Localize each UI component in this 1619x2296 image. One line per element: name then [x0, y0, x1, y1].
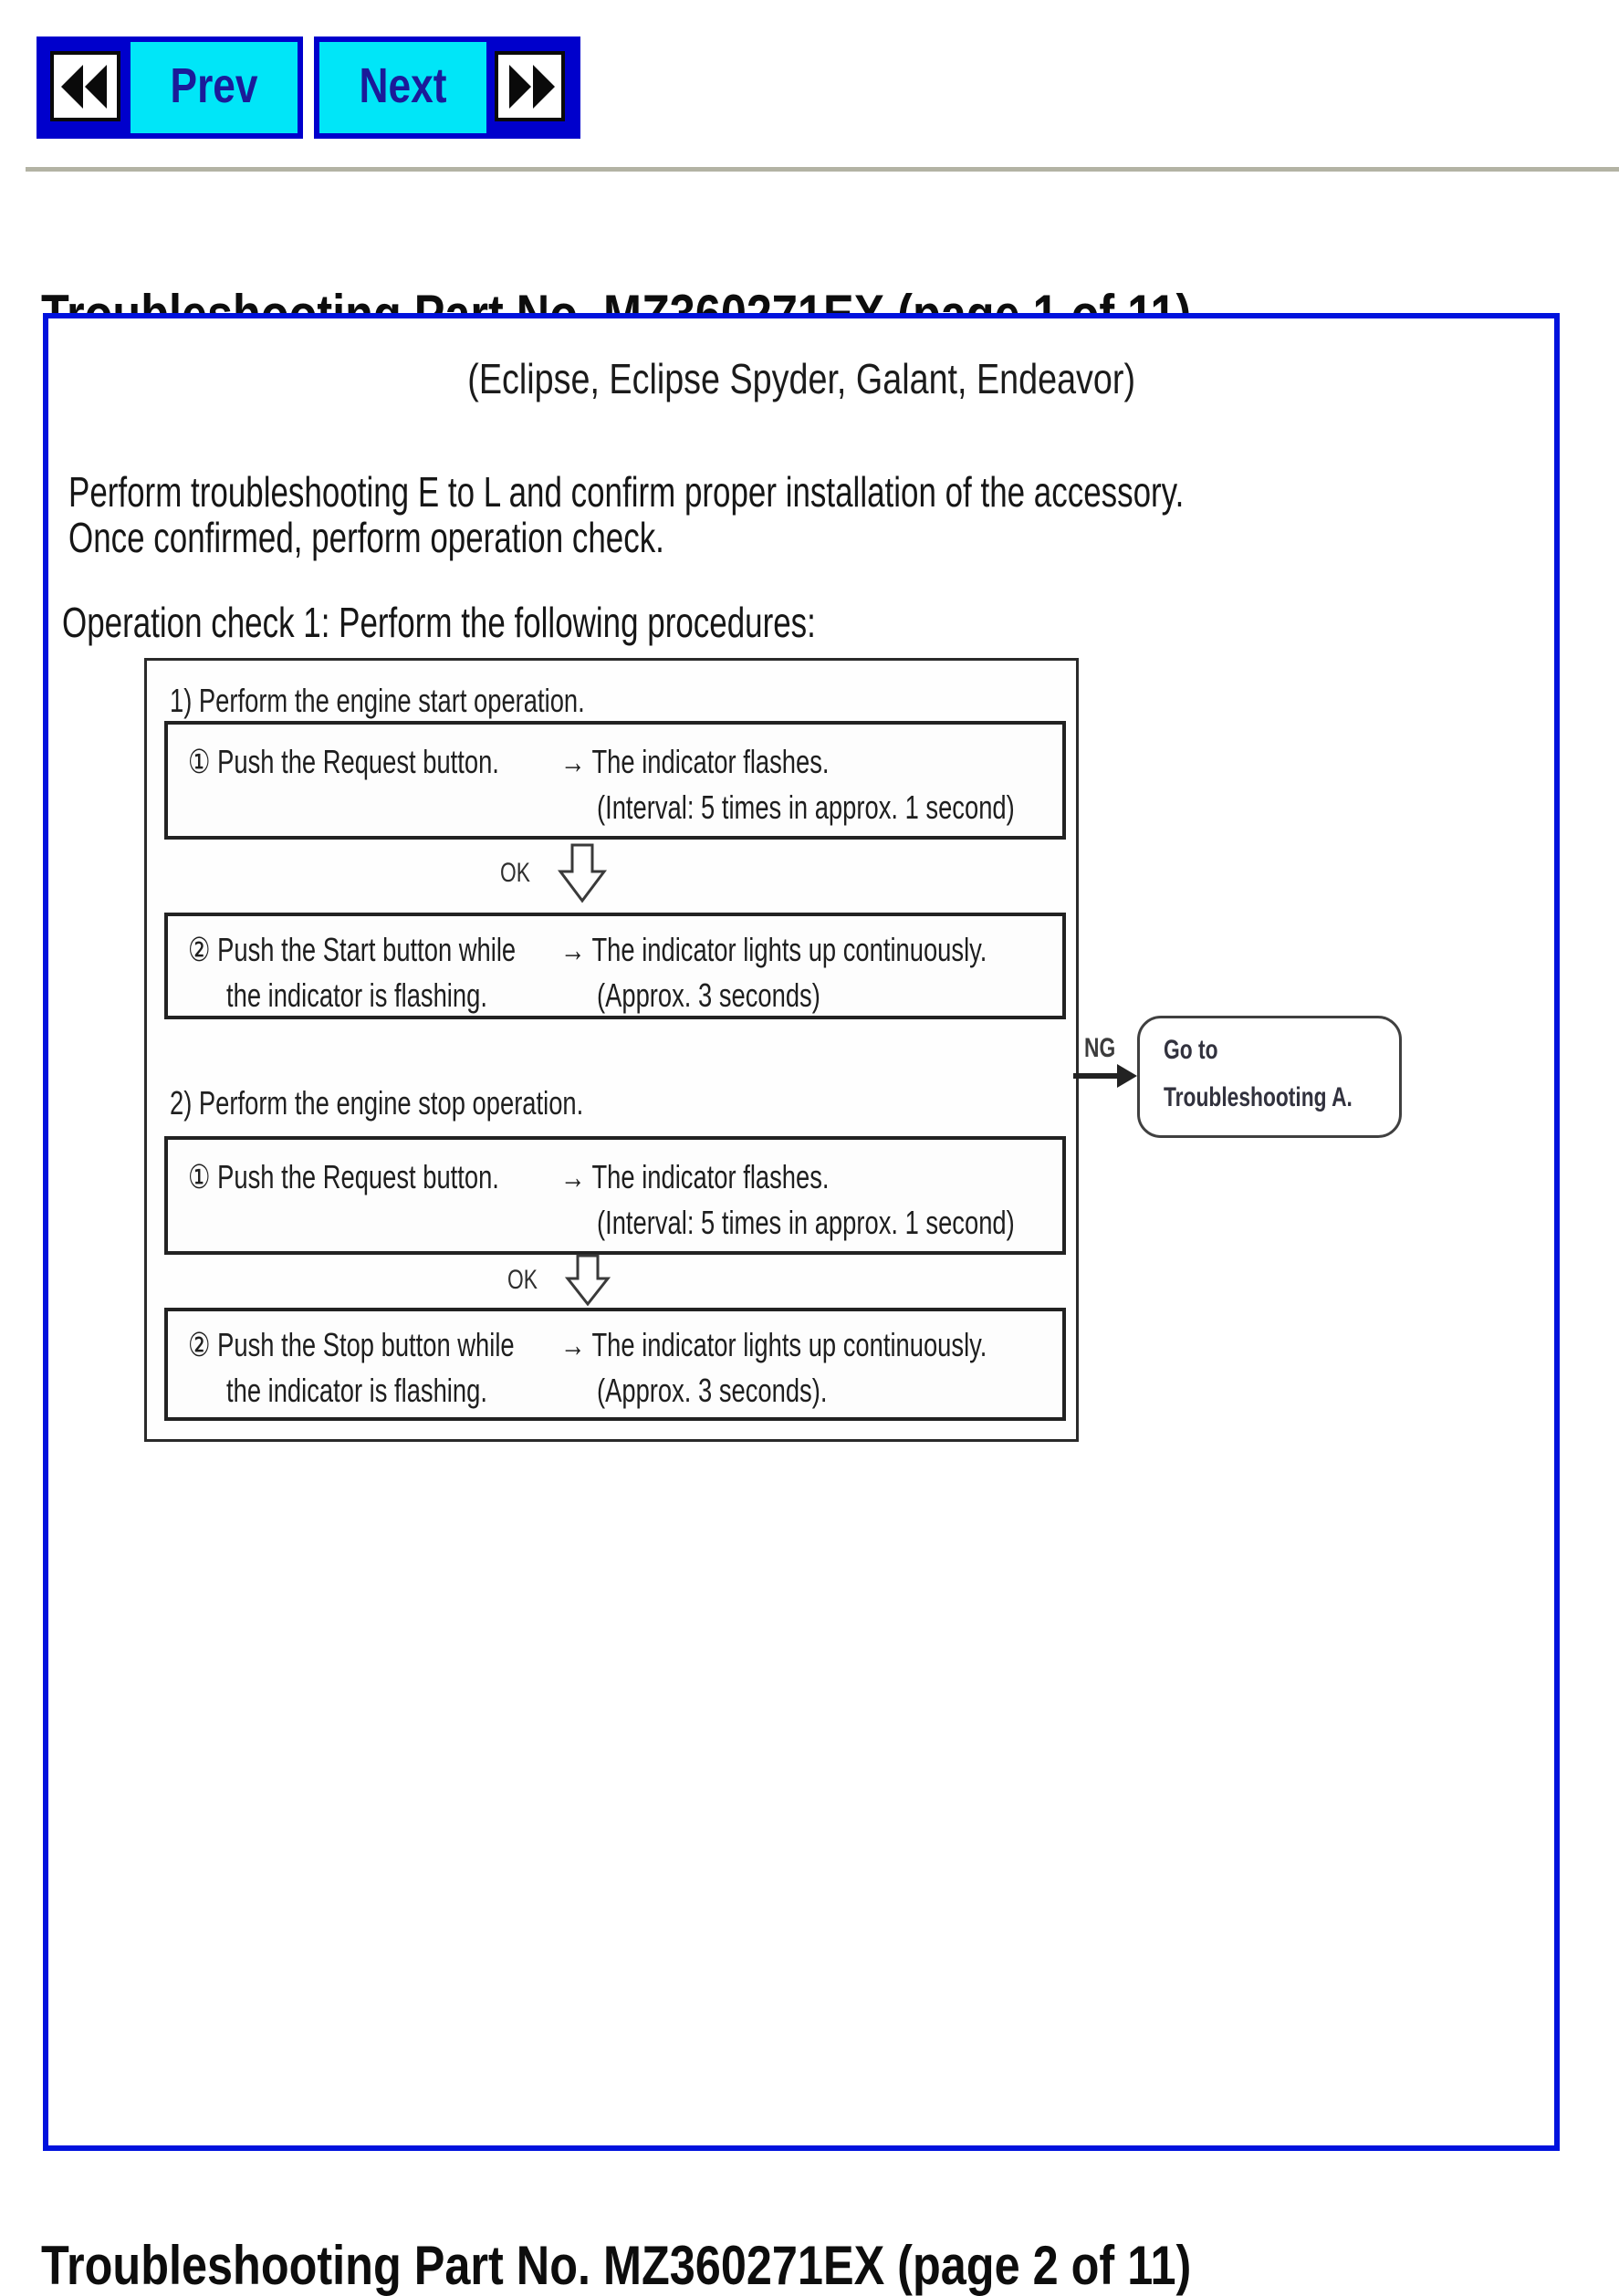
step-1-2-result: → The indicator lights up continuously. …: [560, 927, 1122, 1018]
horizontal-divider: [26, 167, 1619, 172]
ng-right-arrow-icon: [1073, 1062, 1137, 1094]
ok-label-1: OK: [500, 858, 530, 888]
step-2-2-result: → The indicator lights up continuously. …: [560, 1322, 1122, 1414]
flow-section-2-label: 2) Perform the engine stop operation.: [170, 1084, 584, 1122]
next-button[interactable]: Next: [314, 37, 580, 139]
operation-check-label: Operation check 1: Perform the following…: [62, 599, 816, 646]
flow-section-1-label: 1) Perform the engine start operation.: [170, 682, 585, 719]
ok-label-2: OK: [507, 1265, 538, 1295]
ng-label: NG: [1084, 1033, 1116, 1063]
prev-button[interactable]: Prev: [37, 37, 303, 139]
step-1-1-result: → The indicator flashes. (Interval: 5 ti…: [560, 739, 1146, 830]
goto-line-2: Troubleshooting A.: [1164, 1082, 1353, 1112]
goto-troubleshooting-box: Go to Troubleshooting A.: [1137, 1016, 1402, 1138]
intro-line-2: Once confirmed, perform operation check.: [68, 514, 664, 561]
applicable-models-line: (Eclipse, Eclipse Spyder, Galant, Endeav…: [467, 355, 1135, 402]
step-1-1-note: (Interval: 5 times in approx. 1 second): [597, 788, 1015, 826]
prev-icon-frame: [42, 42, 131, 133]
prev-button-label: Prev: [170, 58, 258, 113]
step-2-2-note: (Approx. 3 seconds).: [597, 1372, 828, 1409]
goto-line-1: Go to: [1164, 1035, 1218, 1065]
double-left-arrow-icon: [50, 51, 120, 121]
step-1-2-note: (Approx. 3 seconds): [597, 976, 820, 1014]
next-button-label: Next: [359, 58, 447, 113]
ok-down-arrow-icon-1: [557, 843, 608, 908]
step-2-1-result: → The indicator flashes. (Interval: 5 ti…: [560, 1154, 1146, 1246]
ok-down-arrow-icon-2: [564, 1254, 611, 1311]
intro-paragraph: Perform troubleshooting E to L and confi…: [68, 469, 1536, 560]
step-2-1-note: (Interval: 5 times in approx. 1 second): [597, 1204, 1015, 1241]
intro-line-1: Perform troubleshooting E to L and confi…: [68, 468, 1185, 516]
double-right-arrow-icon: [495, 51, 565, 121]
page2-heading: Troubleshooting Part No. MZ360271EX (pag…: [41, 2235, 1192, 2296]
next-icon-frame: [486, 42, 575, 133]
